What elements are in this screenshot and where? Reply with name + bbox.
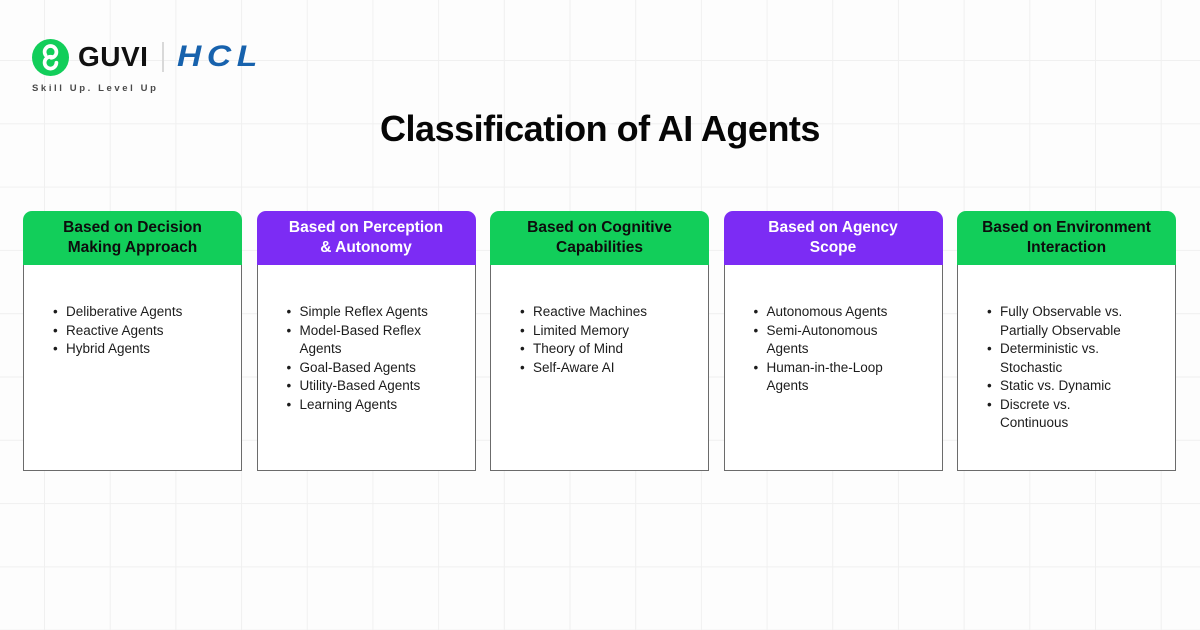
list-item: Learning Agents: [287, 396, 463, 415]
list-item: Semi-Autonomous Agents: [754, 322, 930, 359]
card-header-agency-scope: Based on Agency Scope: [723, 211, 943, 265]
list-item: Reactive Agents: [53, 322, 229, 341]
card-list-perception-autonomy: Simple Reflex Agents Model-Based Reflex …: [256, 265, 476, 471]
list-item: Reactive Machines: [520, 303, 696, 322]
card-list-cognitive-capabilities: Reactive Machines Limited Memory Theory …: [490, 265, 709, 471]
list-item: Discrete vs. Continuous: [987, 396, 1163, 433]
brand-divider: [162, 42, 165, 72]
card-header-cognitive-capabilities: Based on Cognitive Capabilities: [490, 211, 709, 265]
brand-tagline: Skill Up. Level Up: [32, 83, 159, 94]
page-title: Classification of AI Agents: [380, 108, 820, 149]
card-header-environment-interaction: Based on Environment Interaction: [957, 211, 1176, 265]
classification-columns: Based on Decision Making Approach Delibe…: [23, 211, 1177, 471]
brand-header: GUVI HCL Skill Up. Level Up: [32, 38, 258, 94]
card-perception-autonomy: Based on Perception & Autonomy Simple Re…: [256, 211, 476, 471]
list-item: Model-Based Reflex Agents: [287, 322, 463, 359]
list-item: Human-in-the-Loop Agents: [754, 359, 930, 396]
card-list-decision-making: Deliberative Agents Reactive Agents Hybr…: [23, 265, 242, 471]
card-header-decision-making: Based on Decision Making Approach: [23, 211, 242, 265]
card-list-environment-interaction: Fully Observable vs. Partially Observabl…: [957, 265, 1176, 471]
list-item: Self-Aware AI: [520, 359, 696, 378]
card-decision-making: Based on Decision Making Approach Delibe…: [23, 211, 242, 471]
guvi-logo-icon: [32, 38, 69, 76]
list-item: Simple Reflex Agents: [287, 303, 463, 322]
list-item: Utility-Based Agents: [287, 377, 463, 396]
hcl-wordmark: HCL: [177, 40, 264, 73]
list-item: Fully Observable vs. Partially Observabl…: [987, 303, 1163, 340]
list-item: Autonomous Agents: [754, 303, 930, 322]
list-item: Limited Memory: [520, 322, 696, 341]
list-item: Hybrid Agents: [53, 340, 229, 359]
card-cognitive-capabilities: Based on Cognitive Capabilities Reactive…: [490, 211, 709, 471]
list-item: Static vs. Dynamic: [987, 377, 1163, 396]
list-item: Theory of Mind: [520, 340, 696, 359]
list-item: Goal-Based Agents: [287, 359, 463, 378]
list-item: Deliberative Agents: [53, 303, 229, 322]
guvi-wordmark: GUVI: [78, 41, 149, 72]
card-environment-interaction: Based on Environment Interaction Fully O…: [957, 211, 1176, 471]
list-item: Deterministic vs. Stochastic: [987, 340, 1163, 377]
card-agency-scope: Based on Agency Scope Autonomous Agents …: [723, 211, 943, 471]
card-list-agency-scope: Autonomous Agents Semi-Autonomous Agents…: [723, 265, 943, 471]
brand-logos: GUVI HCL: [32, 38, 258, 76]
card-header-perception-autonomy: Based on Perception & Autonomy: [256, 211, 476, 265]
